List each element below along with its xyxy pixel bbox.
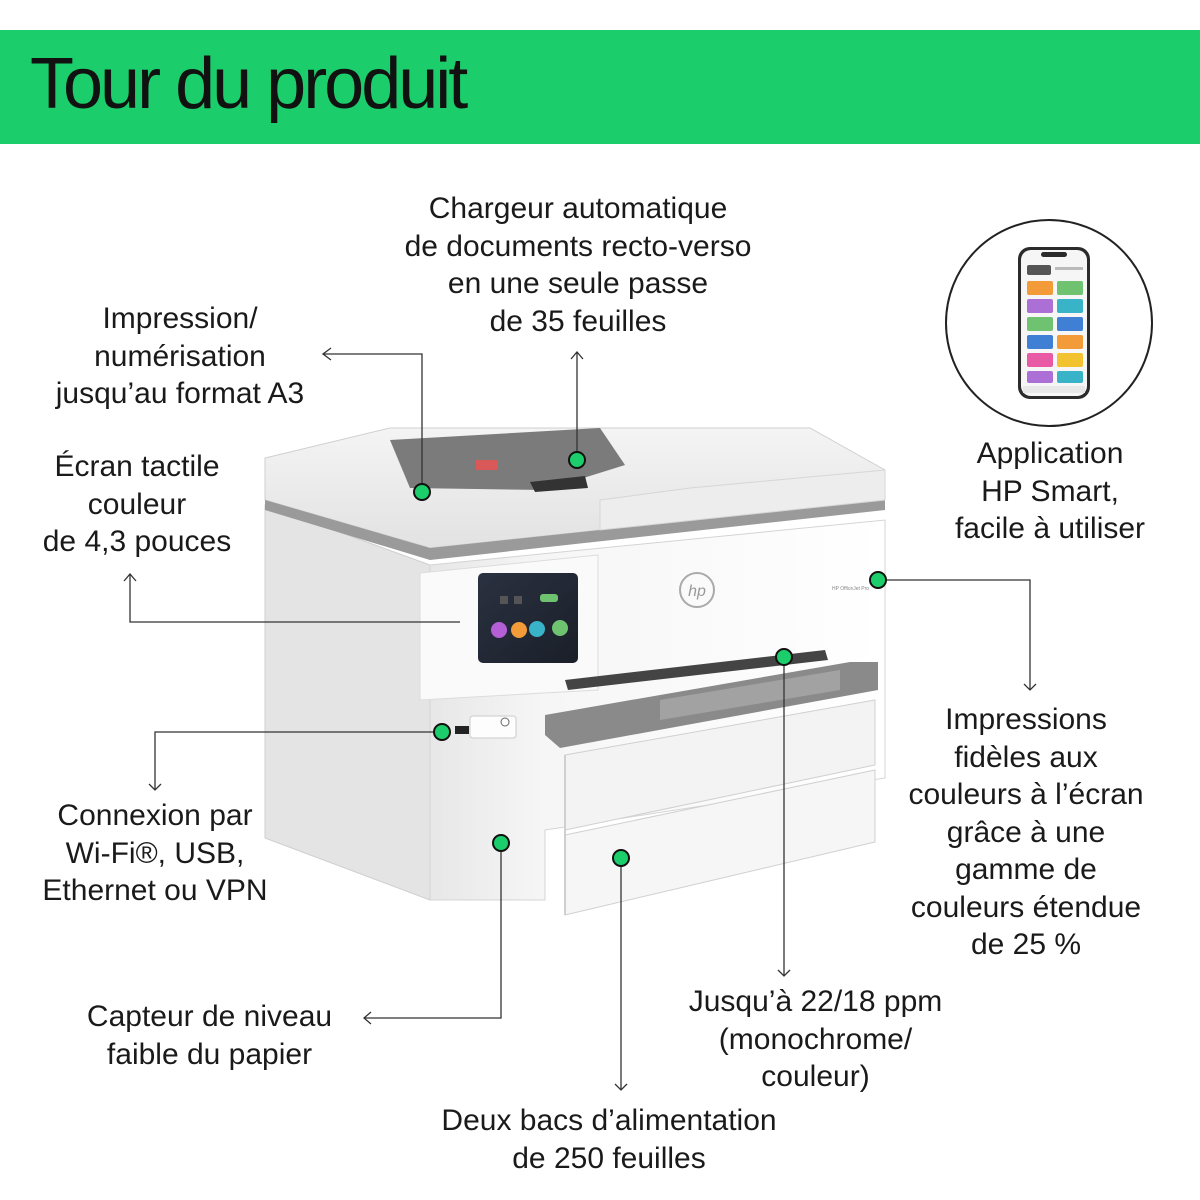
adf-tray xyxy=(390,428,625,490)
marker-colors xyxy=(869,571,887,589)
printer-left-side xyxy=(264,504,431,901)
marker-adf xyxy=(568,451,586,469)
hp-smart-phone-badge xyxy=(945,219,1153,427)
marker-a3 xyxy=(413,483,431,501)
callout-paper-sensor: Capteur de niveau faible du papier xyxy=(86,1000,333,1071)
svg-text:HP OfficeJet Pro: HP OfficeJet Pro xyxy=(832,586,869,592)
marker-sensor xyxy=(492,834,510,852)
callout-markers xyxy=(413,451,887,867)
marker-trays xyxy=(612,849,630,867)
svg-text:hp: hp xyxy=(688,583,706,600)
callout-color-gamut: Impressions fidèles aux couleurs à l’écr… xyxy=(908,703,1144,961)
marker-connect xyxy=(433,723,451,741)
callout-a3: Impression/ numérisation jusqu’au format… xyxy=(55,302,305,410)
hp-logo xyxy=(679,572,715,608)
callout-adf: Chargeur automatique de documents recto-… xyxy=(404,192,752,338)
touchscreen-ui xyxy=(491,594,568,638)
smartphone-icon xyxy=(1018,247,1090,399)
page-title: Tour du produit xyxy=(30,44,468,124)
leader-lines xyxy=(123,347,1037,1091)
callout-print-speed: Jusqu’à 22/18 ppm (monochrome/ couleur) xyxy=(688,985,943,1093)
callout-hp-smart-app: Application HP Smart, facile à utiliser xyxy=(954,437,1146,545)
callout-paper-trays: Deux bacs d’alimentation de 250 feuilles xyxy=(441,1104,777,1175)
touchscreen-display xyxy=(478,573,578,663)
callout-connectivity: Connexion par Wi-Fi®, USB, Ethernet ou V… xyxy=(42,799,268,907)
marker-speed xyxy=(775,648,793,666)
callout-touchscreen: Écran tactile couleur de 4,3 pouces xyxy=(42,450,232,558)
header-banner: Tour du produit xyxy=(0,30,1200,144)
